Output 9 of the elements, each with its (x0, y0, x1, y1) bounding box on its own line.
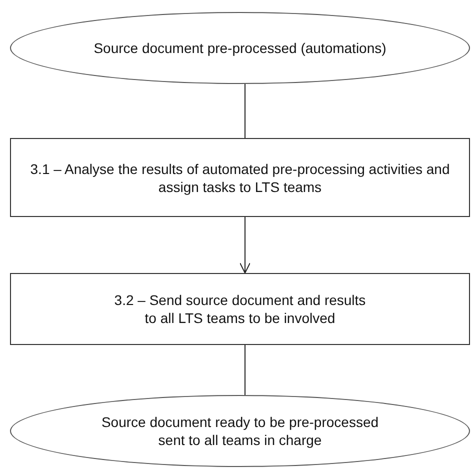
connector-line (240, 216, 250, 274)
connector-line (244, 344, 246, 396)
node-text: Source document pre-processed (automations) (94, 39, 386, 57)
node-text: 3.1 – Analyse the results of automated pre-processing activities and assign tasks to LTS teams (30, 160, 450, 196)
connector-line (244, 84, 246, 138)
process-box (10, 273, 470, 345)
node-text: Source document ready to be pre-processed sent to all teams in charge (100, 413, 380, 449)
node-text: 3.2 – Send source document and results to all LTS teams to be involved (113, 291, 367, 327)
process-box (10, 138, 470, 217)
